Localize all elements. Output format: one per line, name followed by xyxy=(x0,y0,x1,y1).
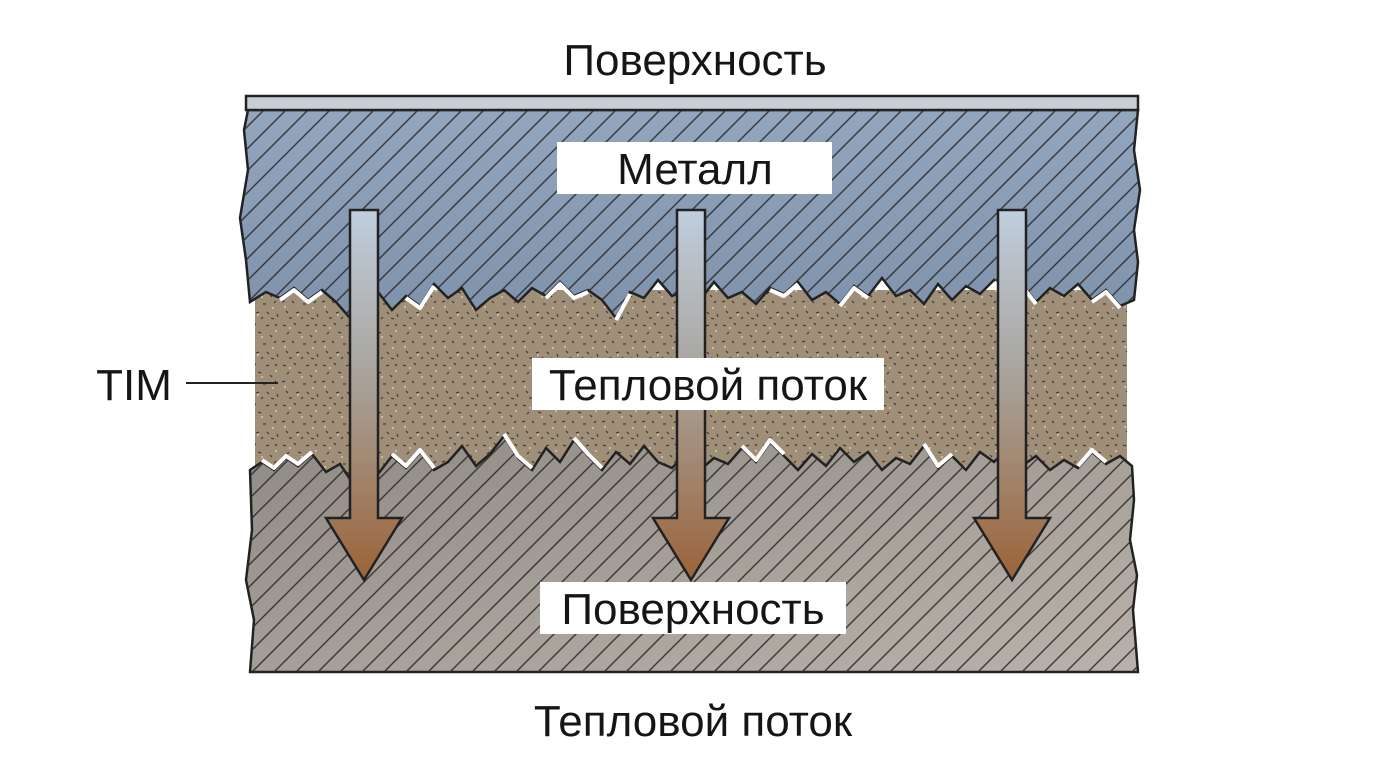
heat-flow-arrow-right xyxy=(971,208,1053,583)
heat-flow-label-bg xyxy=(532,358,884,410)
top-surface-plate xyxy=(244,94,1140,112)
heat-flow-arrow-left xyxy=(323,208,405,583)
metal-label: Металл xyxy=(617,145,773,194)
heat-flow-bottom-label: Тепловой поток xyxy=(534,697,853,746)
bottom-surface-label-bg xyxy=(540,582,846,634)
metal-label-bg xyxy=(557,142,832,194)
top-surface-label: Поверхность xyxy=(563,36,826,85)
heat-flow-center-label: Тепловой поток xyxy=(549,361,868,410)
bottom-surface-label: Поверхность xyxy=(561,585,824,634)
tim-label: TIM xyxy=(96,361,172,410)
